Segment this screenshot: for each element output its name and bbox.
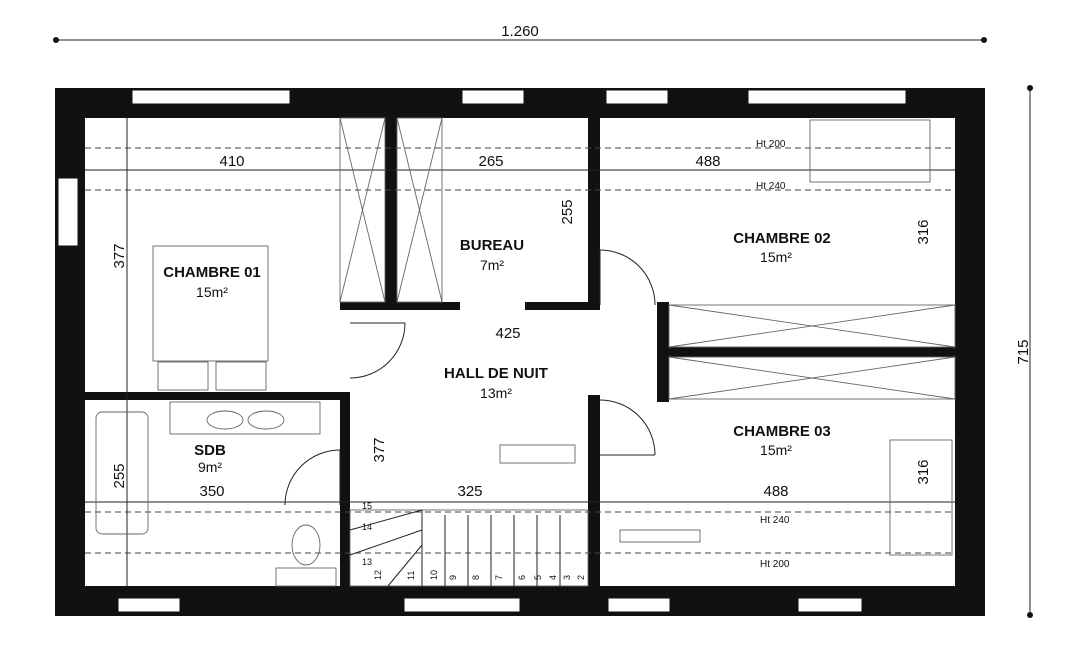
room-chambre02-name: CHAMBRE 02 <box>733 230 831 247</box>
overall-dimension-width: 1.260 <box>53 23 987 43</box>
ht240-bottom-label: Ht 240 <box>760 515 790 526</box>
room-chambre03-area: 15m² <box>760 442 792 458</box>
interior-walls <box>85 118 955 588</box>
stair-step-14: 14 <box>362 522 372 532</box>
dim-top-right: 488 <box>695 153 720 170</box>
dim-stair-w: 325 <box>457 483 482 500</box>
room-labels: CHAMBRE 01 15m² BUREAU 7m² CHAMBRE 02 15… <box>163 230 831 475</box>
stair-step-15: 15 <box>362 501 372 511</box>
height-labels: Ht 200 Ht 240 Ht 240 Ht 200 <box>756 139 790 570</box>
dim-ch03-w: 488 <box>763 483 788 500</box>
room-chambre01-area: 15m² <box>196 284 228 300</box>
room-bureau-area: 7m² <box>480 257 504 273</box>
room-hall-name: HALL DE NUIT <box>444 365 548 382</box>
windows <box>57 89 907 613</box>
room-sdb-area: 9m² <box>198 459 222 475</box>
stair-step-7: 7 <box>494 575 504 580</box>
doors <box>284 249 656 506</box>
overall-dimension-height: 715 <box>1015 85 1033 618</box>
dim-sdb-h: 255 <box>111 463 128 488</box>
ht240-top-label: Ht 240 <box>756 181 786 192</box>
dim-top-mid: 265 <box>478 153 503 170</box>
dim-top-left: 410 <box>219 153 244 170</box>
dim-hall-h: 377 <box>371 437 388 462</box>
room-chambre02-area: 15m² <box>760 249 792 265</box>
stair-step-8: 8 <box>471 575 481 580</box>
room-chambre01-name: CHAMBRE 01 <box>163 264 261 281</box>
room-bureau-name: BUREAU <box>460 237 524 254</box>
room-sdb-name: SDB <box>194 442 226 459</box>
stair-step-1: 1 <box>590 575 600 580</box>
dim-ch02-h: 316 <box>915 219 932 244</box>
dim-hall-w: 425 <box>495 325 520 342</box>
room-chambre03-name: CHAMBRE 03 <box>733 423 831 440</box>
ht200-top-label: Ht 200 <box>756 139 786 150</box>
stair-step-13: 13 <box>362 557 372 567</box>
dim-sdb-w: 350 <box>199 483 224 500</box>
furniture <box>95 119 953 587</box>
room-hall-area: 13m² <box>480 385 512 401</box>
stair-step-12: 12 <box>373 570 383 580</box>
stair-step-6: 6 <box>517 575 527 580</box>
dim-ch01-h: 377 <box>111 243 128 268</box>
stair-step-2: 2 <box>576 575 586 580</box>
dim-bureau-h: 255 <box>559 199 576 224</box>
stair-step-10: 10 <box>429 570 439 580</box>
closets <box>339 117 956 400</box>
stair-step-5: 5 <box>533 575 543 580</box>
dimension-labels: 410 265 488 255 377 316 425 377 350 255 … <box>111 153 932 500</box>
dim-ch03-h: 316 <box>915 459 932 484</box>
stair-step-9: 9 <box>448 575 458 580</box>
stair-step-3: 3 <box>562 575 572 580</box>
ht200-bottom-label: Ht 200 <box>760 559 790 570</box>
overall-height-label: 715 <box>1015 339 1032 364</box>
stair-step-4: 4 <box>548 575 558 580</box>
overall-width-label: 1.260 <box>501 23 539 40</box>
stair-step-11: 11 <box>406 571 416 580</box>
staircase: 15 14 13 12 11 10 9 8 7 6 5 4 3 2 1 <box>349 501 600 587</box>
